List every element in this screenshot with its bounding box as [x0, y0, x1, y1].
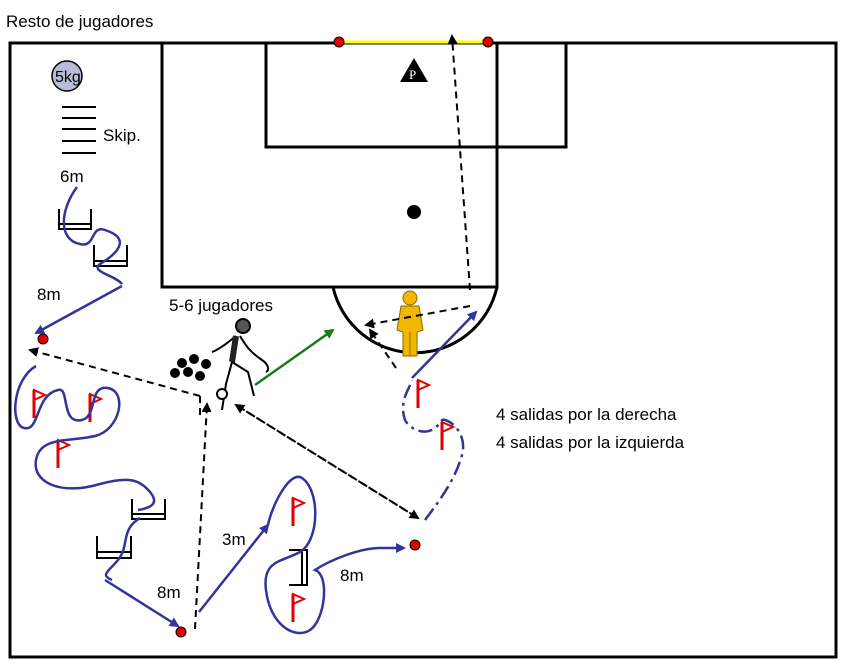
hurdle-icon [96, 536, 132, 559]
pass-line [28, 347, 201, 397]
pass-line [194, 402, 212, 630]
flag-icon [416, 378, 431, 410]
route-arrow [411, 310, 478, 379]
group-label: 5-6 jugadores [169, 296, 273, 315]
exits-left-label: 4 salidas por la izquierda [496, 433, 685, 452]
flag-icon [56, 438, 71, 470]
route-path [62, 186, 123, 285]
distance-8m-right-label: 8m [340, 566, 364, 585]
penalty-area [160, 41, 499, 289]
distance-8m-left-label: 8m [37, 285, 61, 304]
hurdle-icon [289, 549, 308, 586]
cone-icon [409, 539, 421, 551]
flag-icon [440, 420, 455, 452]
distance-6m-label: 6m [60, 167, 84, 186]
route-dashdot [401, 379, 465, 521]
pass-line [368, 328, 397, 369]
route-path [104, 516, 141, 582]
goal-post-left-icon [333, 36, 345, 48]
skip-label: Skip. [103, 126, 141, 145]
slalom-route-left [14, 364, 156, 512]
flag-icon [291, 592, 306, 624]
diagram-title: Resto de jugadores [6, 12, 153, 31]
shot-line [447, 34, 471, 291]
weight-label: 5kg [55, 69, 81, 86]
goal-post-right-icon [482, 36, 494, 48]
player-icon [211, 318, 270, 411]
goalkeeper-label: P [409, 67, 416, 82]
distance-8m-bottom-label: 8m [157, 583, 181, 602]
goalkeeper-icon: P [400, 58, 428, 82]
run-arrow [254, 328, 335, 387]
slalom-route-middle [264, 475, 406, 635]
penalty-spot [407, 205, 421, 219]
route-arrow [104, 578, 180, 628]
route-arrow [198, 523, 270, 613]
cone-icon [37, 333, 49, 345]
mannequin-icon [396, 290, 424, 357]
goal-area [264, 41, 568, 149]
exits-right-label: 4 salidas por la derecha [496, 405, 677, 424]
cone-icon [175, 626, 187, 638]
route-arrow [34, 284, 123, 335]
pass-line [364, 305, 471, 329]
flag-icon [291, 496, 306, 528]
distance-3m-label: 3m [222, 530, 246, 549]
medicine-ball-icon: 5kg [51, 60, 83, 92]
hurdle-icon [131, 499, 166, 520]
ladder-icon [62, 106, 96, 154]
ball-icon [170, 354, 211, 381]
hurdle-icon [93, 245, 128, 267]
